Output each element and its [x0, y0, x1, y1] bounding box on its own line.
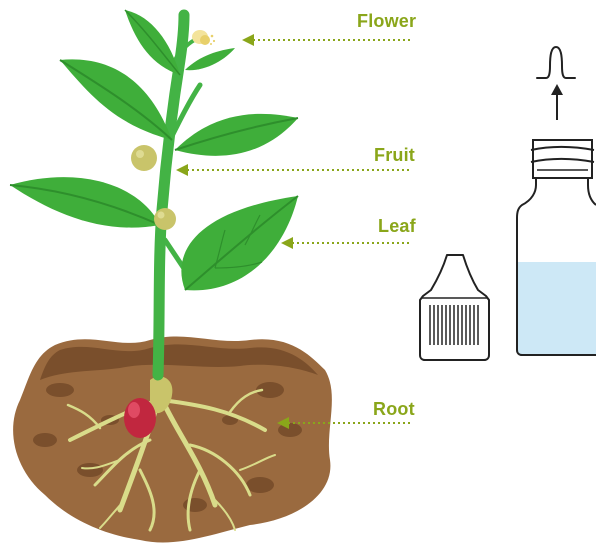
root-label: Root — [373, 399, 415, 420]
dropper-cap — [420, 255, 489, 360]
up-arrow-icon — [551, 84, 563, 120]
soil-mound — [13, 336, 332, 542]
fruit-label: Fruit — [374, 145, 415, 166]
flower — [192, 30, 215, 45]
leaf-arrowhead — [281, 237, 293, 249]
flower-label: Flower — [357, 11, 416, 32]
flower-arrowhead — [242, 34, 254, 46]
bottle — [517, 140, 596, 355]
flame-peak-icon — [537, 47, 575, 78]
fruit-arrowhead — [176, 164, 188, 176]
leaf-label: Leaf — [378, 216, 416, 237]
